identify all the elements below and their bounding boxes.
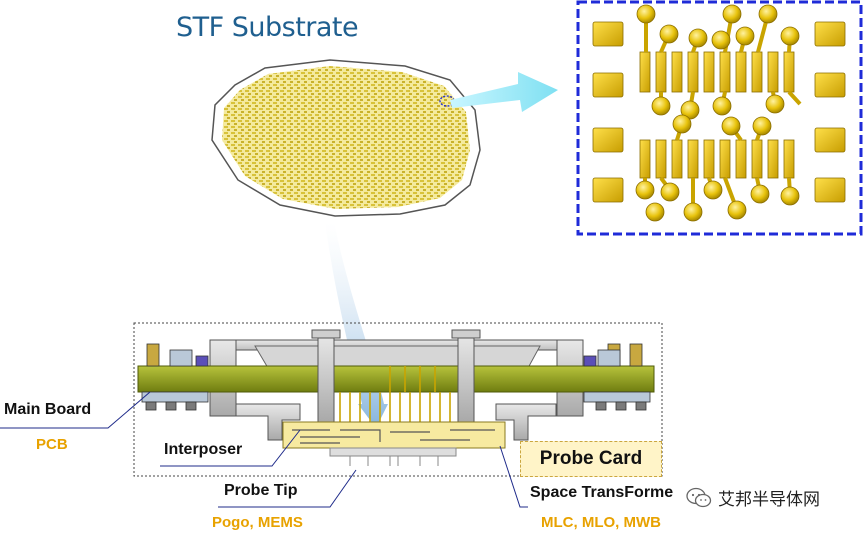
watermark-text: 艾邦半导体网 bbox=[718, 490, 820, 510]
probe-card-assembly bbox=[133, 322, 663, 477]
space-transformer-block bbox=[282, 421, 506, 449]
stf-wafer bbox=[211, 59, 481, 217]
label-probe-tip-sub: Pogo, MEMS bbox=[212, 514, 303, 531]
label-main-board-sub: PCB bbox=[36, 436, 68, 453]
label-interposer: Interposer bbox=[164, 441, 243, 458]
label-space-transformer: Space TransForme bbox=[530, 484, 674, 501]
label-space-transformer-sub: MLC, MLO, MWB bbox=[541, 514, 661, 531]
callout-lines bbox=[0, 391, 528, 508]
main-board-pcb bbox=[137, 365, 655, 393]
watermark: 艾邦半导体网 bbox=[686, 485, 820, 510]
label-main-board: Main Board bbox=[4, 401, 92, 418]
zoom-detail bbox=[576, 0, 863, 236]
page-title: STF Substrate bbox=[176, 12, 359, 43]
zoom-arrow bbox=[450, 72, 558, 112]
wechat-icon bbox=[686, 487, 712, 507]
probe-card-label: Probe Card bbox=[520, 441, 662, 477]
label-probe-tip: Probe Tip bbox=[224, 482, 298, 499]
